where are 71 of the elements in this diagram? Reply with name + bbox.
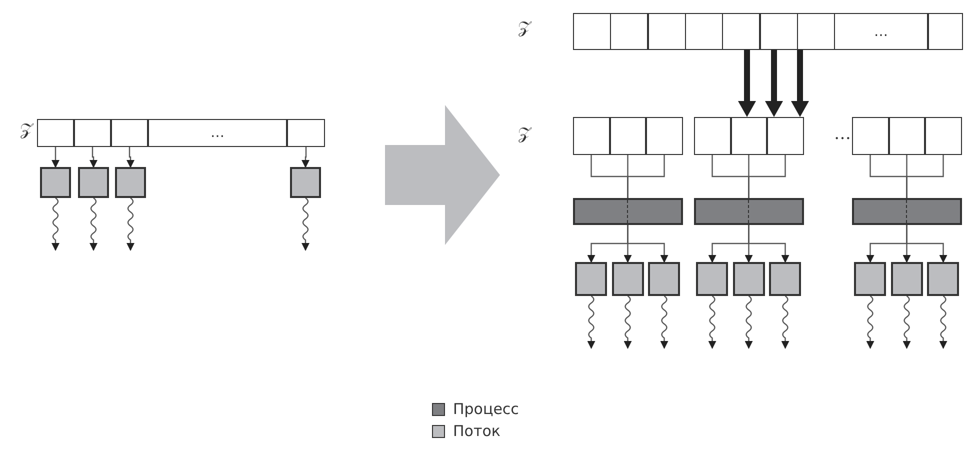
wavy-arrow	[624, 296, 632, 349]
thread-box	[890, 262, 923, 296]
array-label: 𝒵	[518, 124, 531, 144]
ellipsis: …	[834, 124, 851, 144]
wavy-arrow	[587, 296, 596, 349]
wavy-arrow	[866, 296, 874, 349]
connector-line	[906, 155, 944, 198]
connector-line	[627, 155, 665, 198]
wavy-arrow	[52, 198, 60, 251]
wavy-arrow	[302, 198, 310, 251]
thread-box	[575, 262, 608, 296]
arrow	[126, 147, 134, 168]
array-cell	[928, 13, 963, 50]
arrow	[748, 225, 790, 263]
thread-box	[78, 167, 109, 198]
thread-box	[769, 262, 802, 296]
wavy-arrow	[660, 296, 668, 349]
block-arrow	[765, 50, 783, 117]
arrow	[90, 147, 98, 168]
thread-box	[40, 167, 71, 198]
array-cell	[37, 119, 74, 147]
wavy-arrow	[126, 198, 134, 251]
wavy-arrow	[90, 198, 98, 251]
array-cell	[610, 117, 646, 155]
wavy-arrow	[744, 296, 753, 349]
thread-box	[290, 167, 321, 198]
array-cell: …	[834, 13, 928, 50]
process-bar	[694, 198, 804, 225]
process-bar	[573, 198, 682, 225]
thread-box	[612, 262, 644, 296]
legend-label: Поток	[453, 422, 500, 440]
array-cell	[74, 119, 111, 147]
array-cell	[730, 117, 767, 155]
thread-box	[648, 262, 680, 296]
wavy-arrow	[781, 296, 790, 349]
array-cell	[767, 117, 804, 155]
process-bar	[852, 198, 962, 225]
array-cell	[797, 13, 834, 50]
thread-box	[115, 167, 146, 198]
array-cell: …	[148, 119, 287, 147]
array-cell	[685, 13, 722, 50]
array-cell	[925, 117, 962, 155]
legend-label: Процесс	[453, 400, 519, 418]
connector-line	[748, 155, 786, 198]
arrow	[302, 147, 310, 168]
array-cell	[760, 13, 798, 50]
array-cell	[111, 119, 148, 147]
array-label: 𝒵	[518, 18, 531, 38]
arrow	[906, 225, 948, 263]
thread-box	[732, 262, 765, 296]
thread-box	[696, 262, 728, 296]
thread-box	[854, 262, 886, 296]
array-cell	[287, 119, 325, 147]
thread-box	[927, 262, 960, 296]
arrow	[627, 225, 668, 263]
wavy-arrow	[939, 296, 948, 349]
wavy-arrow	[708, 296, 716, 349]
wavy-arrow	[902, 296, 911, 349]
arrow	[52, 147, 60, 168]
array-cell	[888, 117, 925, 155]
array-cell	[573, 13, 610, 50]
array-cell	[852, 117, 888, 155]
array-cell	[646, 117, 682, 155]
array-cell	[648, 13, 686, 50]
array-cell	[722, 13, 760, 50]
block-arrow	[791, 50, 809, 117]
block-arrow	[738, 50, 756, 117]
array-cell	[694, 117, 730, 155]
array-label: 𝒵	[20, 120, 33, 140]
array-cell	[610, 13, 648, 50]
array-cell	[573, 117, 610, 155]
